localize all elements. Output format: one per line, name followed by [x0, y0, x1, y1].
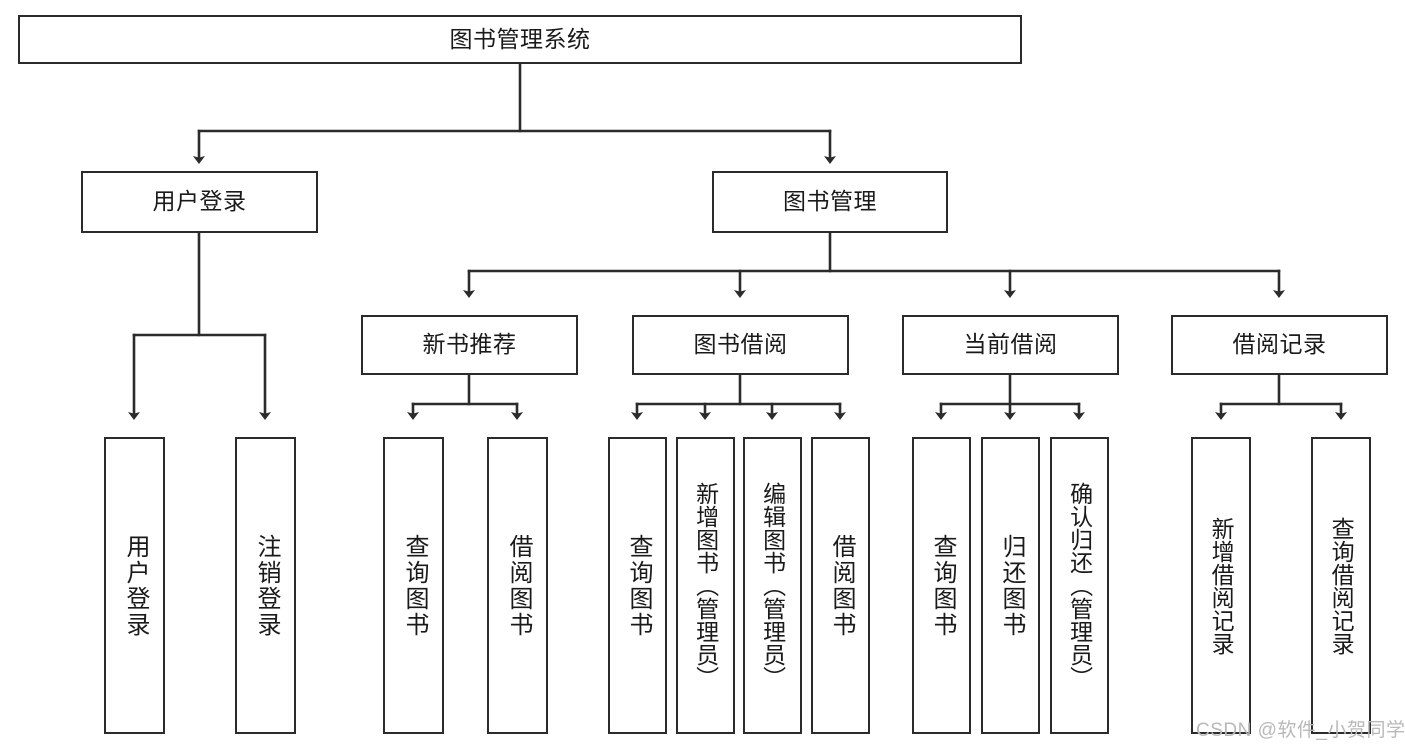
- node-book-borrow[interactable]: 图书借阅: [632, 315, 849, 375]
- node-label: 注销登录: [252, 533, 280, 638]
- leaf-borrow-query-book[interactable]: 查询图书: [608, 437, 667, 734]
- node-label: 当前借阅: [963, 331, 1058, 358]
- leaf-new-book-borrow[interactable]: 借阅图书: [487, 437, 548, 734]
- leaf-current-confirm-return[interactable]: 确认归还（管理员）: [1050, 437, 1109, 734]
- node-borrow-records[interactable]: 借阅记录: [1171, 315, 1388, 375]
- node-label: 借阅记录: [1232, 331, 1327, 358]
- node-new-book-recommend[interactable]: 新书推荐: [361, 315, 578, 375]
- node-label: 查询借阅记录: [1328, 516, 1355, 655]
- leaf-user-login[interactable]: 用户登录: [104, 437, 165, 734]
- leaf-borrow-edit-book[interactable]: 编辑图书（管理员）: [743, 437, 802, 734]
- node-label: 新书推荐: [422, 331, 517, 358]
- leaf-records-query[interactable]: 查询借阅记录: [1311, 437, 1371, 734]
- leaf-records-add[interactable]: 新增借阅记录: [1191, 437, 1251, 734]
- node-label: 图书管理: [783, 188, 877, 215]
- node-label: 借阅图书: [827, 533, 855, 638]
- node-label: 借阅图书: [504, 533, 532, 638]
- node-label: 新增借阅记录: [1208, 516, 1235, 655]
- leaf-current-query-book[interactable]: 查询图书: [912, 437, 971, 734]
- node-label: 图书管理系统: [449, 25, 591, 52]
- leaf-user-logout[interactable]: 注销登录: [235, 437, 296, 734]
- node-label: 归还图书: [997, 533, 1025, 638]
- node-user-login[interactable]: 用户登录: [81, 171, 318, 233]
- node-label: 查询图书: [624, 533, 652, 638]
- node-label: 确认归还（管理员）: [1066, 482, 1093, 689]
- node-label: 图书借阅: [693, 331, 788, 358]
- leaf-current-return-book[interactable]: 归还图书: [981, 437, 1040, 734]
- leaf-borrow-add-book[interactable]: 新增图书（管理员）: [676, 437, 735, 734]
- node-current-borrow[interactable]: 当前借阅: [902, 315, 1119, 375]
- node-book-management[interactable]: 图书管理: [712, 171, 948, 233]
- node-label: 查询图书: [928, 533, 956, 638]
- node-label: 新增图书（管理员）: [692, 482, 719, 689]
- node-label: 用户登录: [121, 533, 149, 638]
- leaf-borrow-borrow-book[interactable]: 借阅图书: [811, 437, 870, 734]
- watermark-text: CSDN @软件_小贺同学: [1196, 720, 1405, 741]
- leaf-new-book-query[interactable]: 查询图书: [383, 437, 444, 734]
- node-label: 用户登录: [152, 188, 247, 215]
- node-root-system[interactable]: 图书管理系统: [18, 15, 1022, 64]
- node-label: 查询图书: [400, 533, 428, 638]
- node-label: 编辑图书（管理员）: [759, 482, 786, 689]
